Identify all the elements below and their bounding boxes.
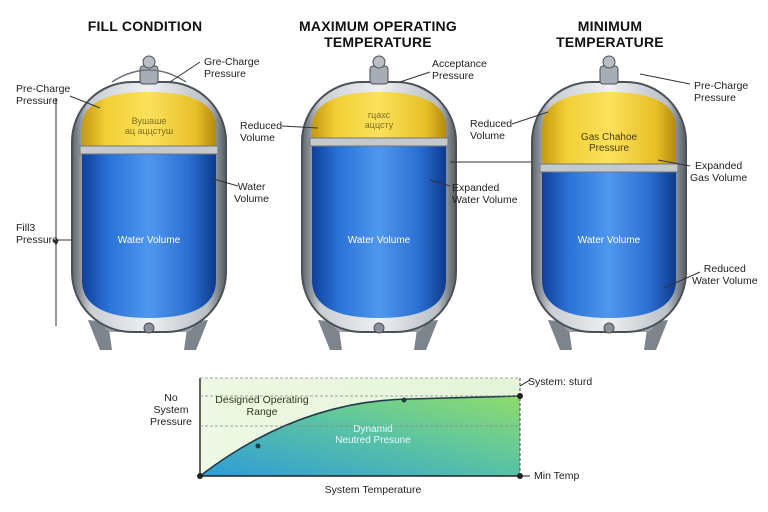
graph-curve-area: [200, 396, 520, 476]
tank3-precharge-label: Pre-Charge Pressure: [694, 80, 748, 104]
graph-curve-label: Dynamid Neutred Presune: [318, 424, 428, 446]
tank2-expanded-line2: Water Volume: [452, 194, 518, 206]
title-max-temp-line2: TEMPERATURE: [324, 34, 432, 50]
title-min-temp: MINIMUM TEMPERATURE: [530, 18, 690, 50]
tank1-gas-text: Вушаше ац аццстуш: [100, 116, 198, 136]
diaphragm: [309, 137, 449, 147]
valve-stem: [139, 65, 159, 85]
tank1-fill-pressure-line2: Pressure: [16, 234, 59, 246]
water-chamber: [82, 152, 216, 318]
tank2-reduced-line1: Reduced: [240, 120, 283, 132]
title-max-temp: MAXIMUM OPERATING TEMPERATURE: [268, 18, 488, 50]
tank1-fill-pressure-line1: Fill3: [16, 222, 36, 234]
tank3-gas-text: Gas Chahoe Pressure: [552, 132, 666, 154]
diaphragm: [539, 163, 679, 173]
title-fill-condition: FILL CONDITION: [87, 18, 203, 34]
water-chamber: [312, 144, 446, 318]
graph-y-label-line1: No: [164, 392, 178, 404]
tank1-top-label-line1: Gre-Charge: [204, 56, 260, 68]
graph-range-line1: Designed Operating: [215, 394, 309, 406]
tank3-reduced-label: Reduced Volume: [470, 118, 512, 142]
tank1-top-label-line2: Pressure: [204, 68, 247, 80]
tank1-water-label-line1: Water: [237, 181, 266, 193]
tank1-gas-text-line2: ац аццстуш: [124, 126, 174, 136]
tank1-fill-pressure-label: Fill3 Pressure: [16, 222, 58, 246]
tank3-reduced-water-label: Reduced Water Volume: [692, 263, 758, 287]
tank3-reduced-water-line1: Reduced: [703, 263, 746, 275]
graph-y-label-line2: System: [153, 404, 189, 416]
tank2-reduced-line2: Volume: [240, 132, 276, 144]
tank2-acceptance-line2: Pressure: [432, 70, 475, 82]
tank1-top-label: Gre-Charge Pressure: [204, 56, 259, 80]
tank3-gas-text-line1: Gas Chahoe: [580, 132, 638, 143]
tank3-precharge-line1: Pre-Charge: [694, 80, 749, 92]
bolt: [143, 322, 155, 334]
graph-x-label: System Temperature: [324, 484, 422, 496]
tank3-expanded-line2: Gas Volume: [690, 172, 748, 184]
tank2-water-text: Water Volume: [347, 235, 411, 246]
tank2-acceptance-line1: Acceptance: [432, 58, 487, 70]
tank-max-temperature: [281, 55, 600, 350]
tank1-precharge-line2: Pressure: [16, 95, 59, 107]
gas-chamber: [312, 92, 446, 142]
tank-min-temperature: [511, 55, 701, 350]
water-chamber: [542, 170, 676, 318]
diaphragm: [79, 145, 219, 155]
graph-min-temp-label: Min Temp: [534, 470, 580, 482]
tank3-reduced-line1: Reduced: [470, 118, 513, 130]
tank2-gas-text: гцахс аццсту: [330, 110, 428, 130]
graph-y-label-line3: Pressure: [149, 416, 192, 428]
tank2-gas-text-line2: аццсту: [364, 120, 394, 130]
tank3-water-text: Water Volume: [577, 235, 641, 246]
tank3-precharge-line2: Pressure: [694, 92, 737, 104]
graph-top-right-label: System: sturd: [528, 376, 593, 388]
graph-curve: [199, 395, 521, 477]
tank2-expanded-label: Expanded Water Volume: [452, 182, 518, 206]
graph-curve-line1: Dynamid: [353, 424, 393, 435]
tank1-water-label: Water Volume: [234, 181, 269, 205]
valve-cap: [142, 55, 156, 69]
graph-y-label: No System Pressure: [146, 392, 196, 428]
tank1-gas-text-line1: Вушаше: [131, 116, 167, 126]
tank1-precharge-line1: Pre-Charge: [16, 83, 71, 95]
pressure-temperature-graph: [197, 377, 531, 479]
title-min-temp-line2: TEMPERATURE: [556, 34, 664, 50]
tank3-expanded-gas-label: Expanded Gas Volume: [690, 160, 747, 184]
title-max-temp-line1: MAXIMUM OPERATING: [299, 18, 457, 34]
graph-range-line2: Range: [246, 406, 278, 418]
tank1-water-text: Water Volume: [117, 235, 181, 246]
gas-chamber: [542, 92, 676, 168]
tank3-reduced-line2: Volume: [470, 130, 506, 142]
tank3-expanded-line1: Expanded: [694, 160, 743, 172]
graph-curve-line2: Neutred Presune: [335, 435, 411, 446]
valve-bracket: [111, 69, 187, 83]
tank2-gas-text-line1: гцахс: [367, 110, 391, 120]
tank2-reduced-label: Reduced Volume: [240, 120, 282, 144]
graph-range-label: Designed Operating Range: [208, 394, 316, 418]
tank-fill-condition: [53, 55, 239, 350]
tank3-gas-text-line2: Pressure: [588, 143, 629, 154]
tank1-water-label-line2: Volume: [234, 193, 270, 205]
tank1-precharge-label: Pre-Charge Pressure: [16, 83, 70, 107]
tank2-expanded-line1: Expanded: [452, 182, 500, 194]
gas-chamber: [82, 92, 216, 150]
tank3-reduced-water-line2: Water Volume: [692, 275, 758, 287]
tank2-acceptance-label: Acceptance Pressure: [432, 58, 487, 82]
title-min-temp-line1: MINIMUM: [577, 18, 643, 34]
